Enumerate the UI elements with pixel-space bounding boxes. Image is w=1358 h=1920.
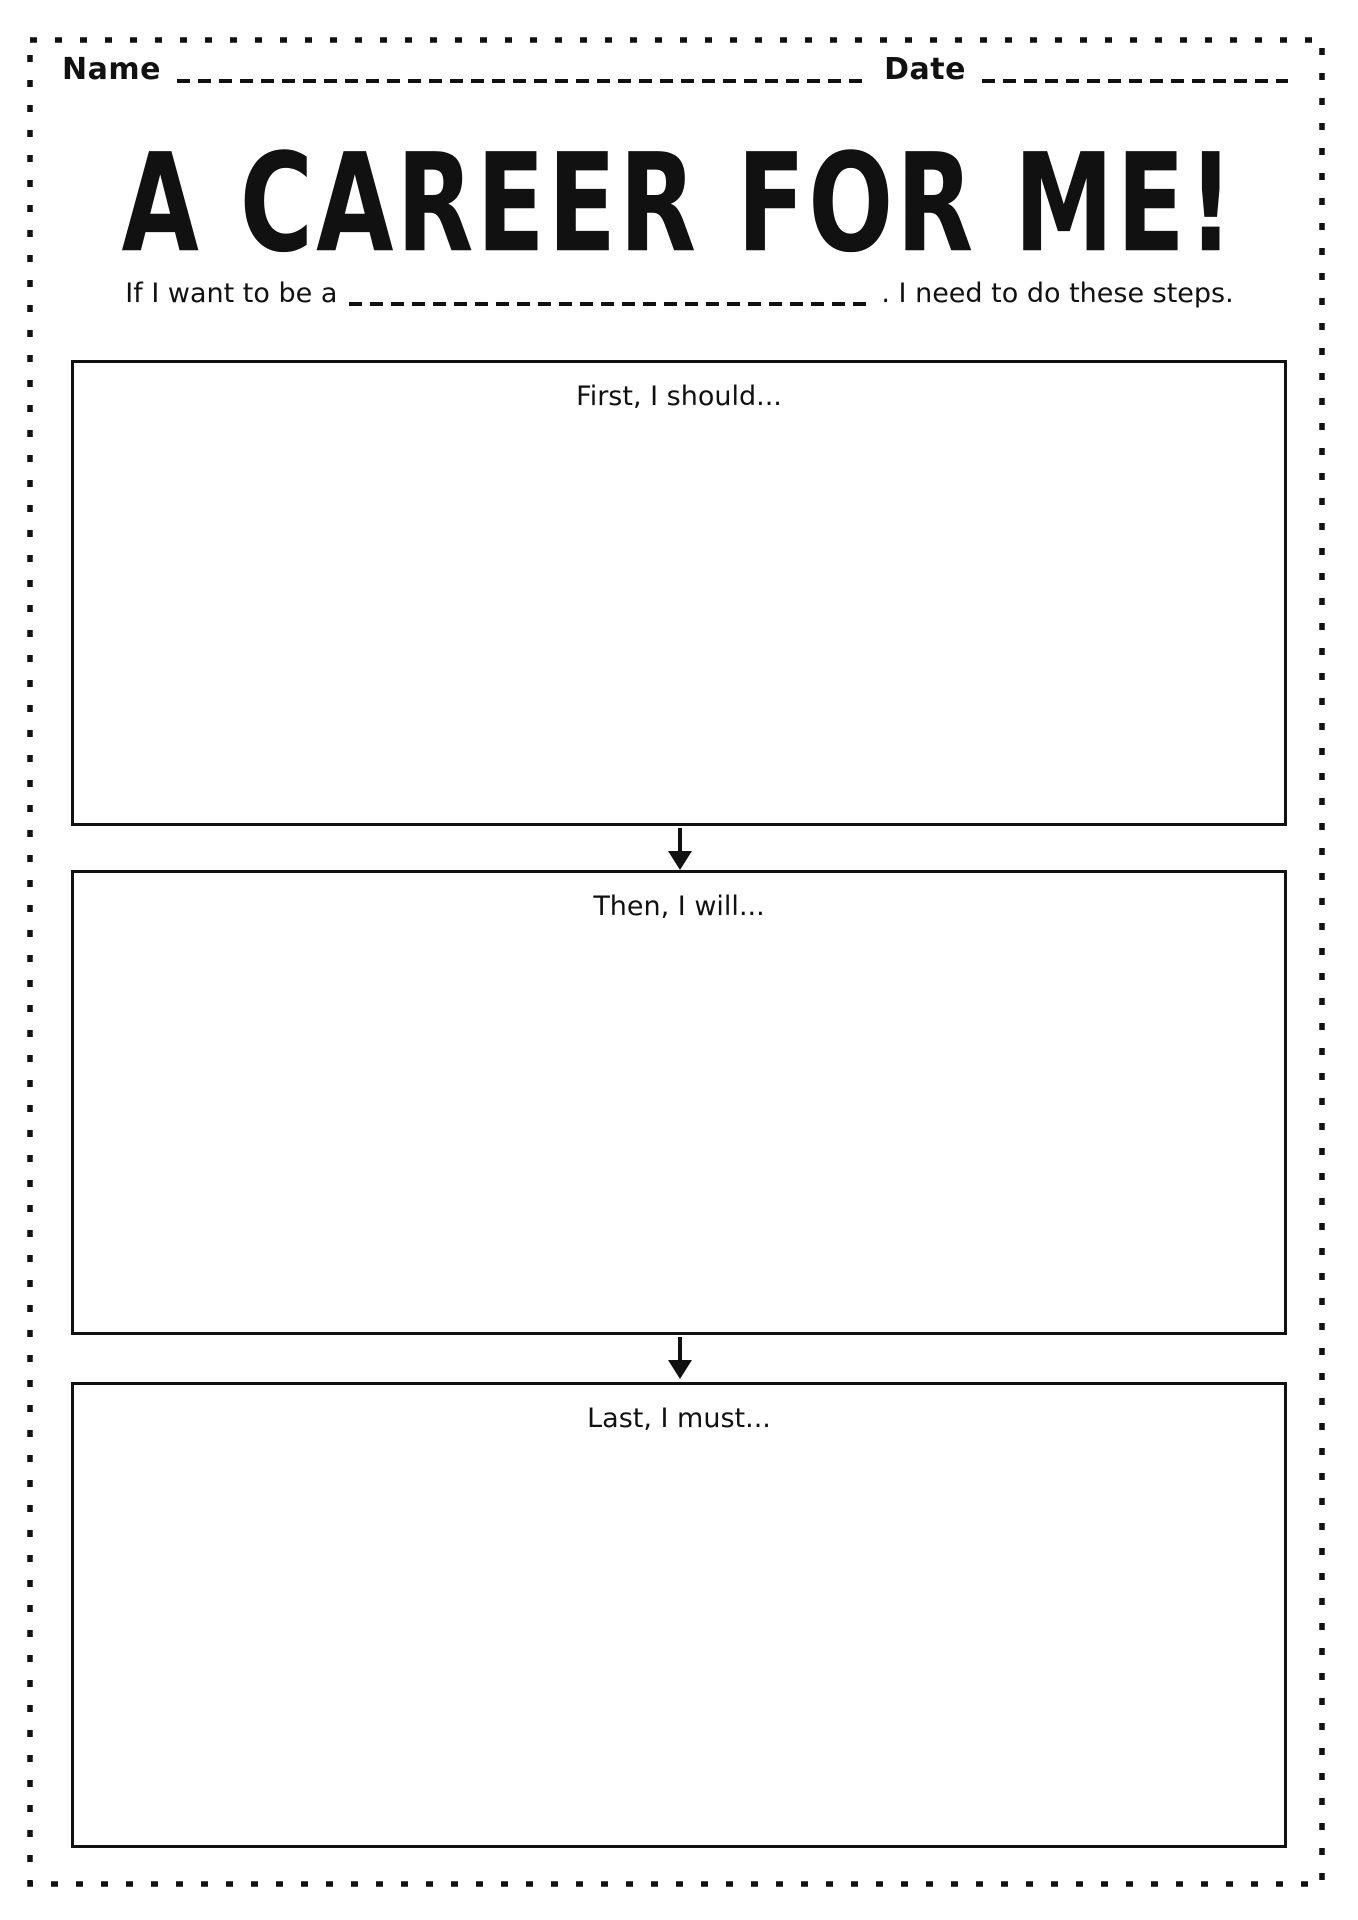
step-label-first: First, I should... xyxy=(576,381,782,412)
subtitle-prefix: If I want to be a xyxy=(125,278,338,309)
step-writing-area-then[interactable] xyxy=(82,935,1276,1324)
title-row: A CAREER FOR ME! xyxy=(0,135,1358,271)
date-label: Date xyxy=(884,52,966,87)
date-blank-line[interactable] xyxy=(982,79,1288,83)
subtitle-suffix: . I need to do these steps. xyxy=(881,278,1234,309)
step-box-last: Last, I must... xyxy=(71,1382,1287,1848)
step-box-first: First, I should... xyxy=(71,360,1287,826)
name-label: Name xyxy=(62,52,161,87)
step-label-last: Last, I must... xyxy=(587,1403,771,1434)
career-blank-line[interactable] xyxy=(349,302,870,307)
step-box-then: Then, I will... xyxy=(71,870,1287,1335)
step-writing-area-first[interactable] xyxy=(82,425,1276,815)
down-arrow-icon xyxy=(668,1337,692,1379)
down-arrow-icon xyxy=(668,828,692,870)
subtitle-row: If I want to be a . I need to do these s… xyxy=(72,276,1287,311)
step-label-then: Then, I will... xyxy=(593,891,765,922)
header-row: Name Date xyxy=(62,52,1288,88)
name-blank-line[interactable] xyxy=(176,79,869,83)
page-title: A CAREER FOR ME! xyxy=(121,123,1237,283)
step-writing-area-last[interactable] xyxy=(82,1447,1276,1837)
